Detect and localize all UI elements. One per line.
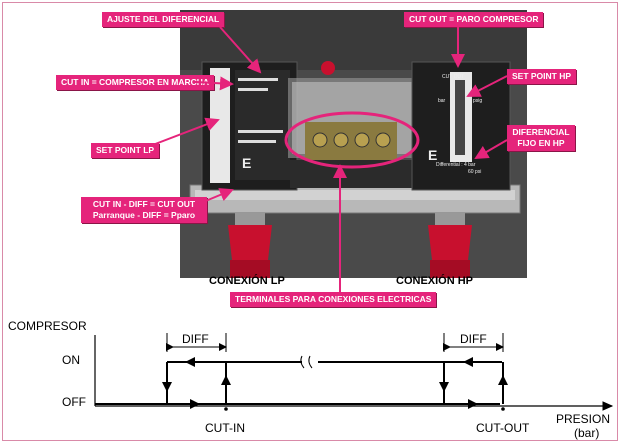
x-axis-label-presion: PRESION <box>556 412 610 426</box>
cut-out-label: CUT-OUT <box>476 421 530 435</box>
label-set-point-hp: SET POINT HP <box>507 69 577 84</box>
left-on-arrow <box>185 357 195 367</box>
caption-conexion-hp: CONEXIÓN HP <box>396 275 474 287</box>
caption-conexion-lp: CONEXIÓN LP <box>209 275 285 287</box>
right-on-arrow <box>463 357 473 367</box>
label-diferencial-fijo-line1: DIFERENCIAL <box>512 127 570 137</box>
label-terminales: TERMINALES PARA CONEXIONES ELECTRICAS <box>230 292 437 307</box>
cut-in-label: CUT-IN <box>205 421 245 435</box>
label-cut-in-diff: CUT IN - DIFF = CUT OUT Parranque - DIFF… <box>81 197 207 223</box>
right-off-arrow <box>468 399 478 409</box>
label-cut-in-diff-line2: Parranque - DIFF = Pparo <box>92 210 196 220</box>
cut-out-small-text: CUT OUT <box>442 74 464 80</box>
right-scale-unit-psig: psig <box>473 98 482 104</box>
cut-in-tick <box>224 407 228 411</box>
left-down-arrow <box>162 382 172 392</box>
axis-break <box>300 355 313 369</box>
label-cut-out-paro: CUT OUT = PARO COMPRESOR <box>404 12 544 27</box>
differential-text: Differential : 4 bar <box>436 162 476 168</box>
label-diferencial-fijo-line2: FIJO EN HP <box>517 138 565 148</box>
differential-text-psi: 60 psi <box>468 169 481 175</box>
right-up-arrow <box>498 375 508 385</box>
figure-frame <box>2 2 618 441</box>
right-unit-letter: E <box>428 147 437 163</box>
diff-left-label: DIFF <box>182 332 209 346</box>
y-axis-label: COMPRESOR <box>8 319 87 333</box>
label-set-point-lp: SET POINT LP <box>91 143 160 158</box>
label-cut-in-diff-line1: CUT IN - DIFF = CUT OUT <box>92 199 196 209</box>
diff-right-label: DIFF <box>460 332 487 346</box>
right-scale-unit-bar: bar <box>438 98 446 104</box>
label-cut-in-compresor: CUT IN = COMPRESOR EN MARCHA <box>56 75 215 90</box>
right-down-arrow <box>439 382 449 392</box>
off-label: OFF <box>62 395 86 409</box>
cut-out-tick <box>501 407 505 411</box>
left-up-arrow <box>221 375 231 385</box>
left-off-arrow <box>190 399 200 409</box>
label-diferencial-fijo: DIFERENCIAL FIJO EN HP <box>507 125 575 151</box>
x-axis-label-unit: (bar) <box>574 426 599 440</box>
left-unit-letter: E <box>242 155 251 171</box>
label-ajuste-diferencial: AJUSTE DEL DIFERENCIAL <box>102 12 225 27</box>
on-label: ON <box>62 353 80 367</box>
